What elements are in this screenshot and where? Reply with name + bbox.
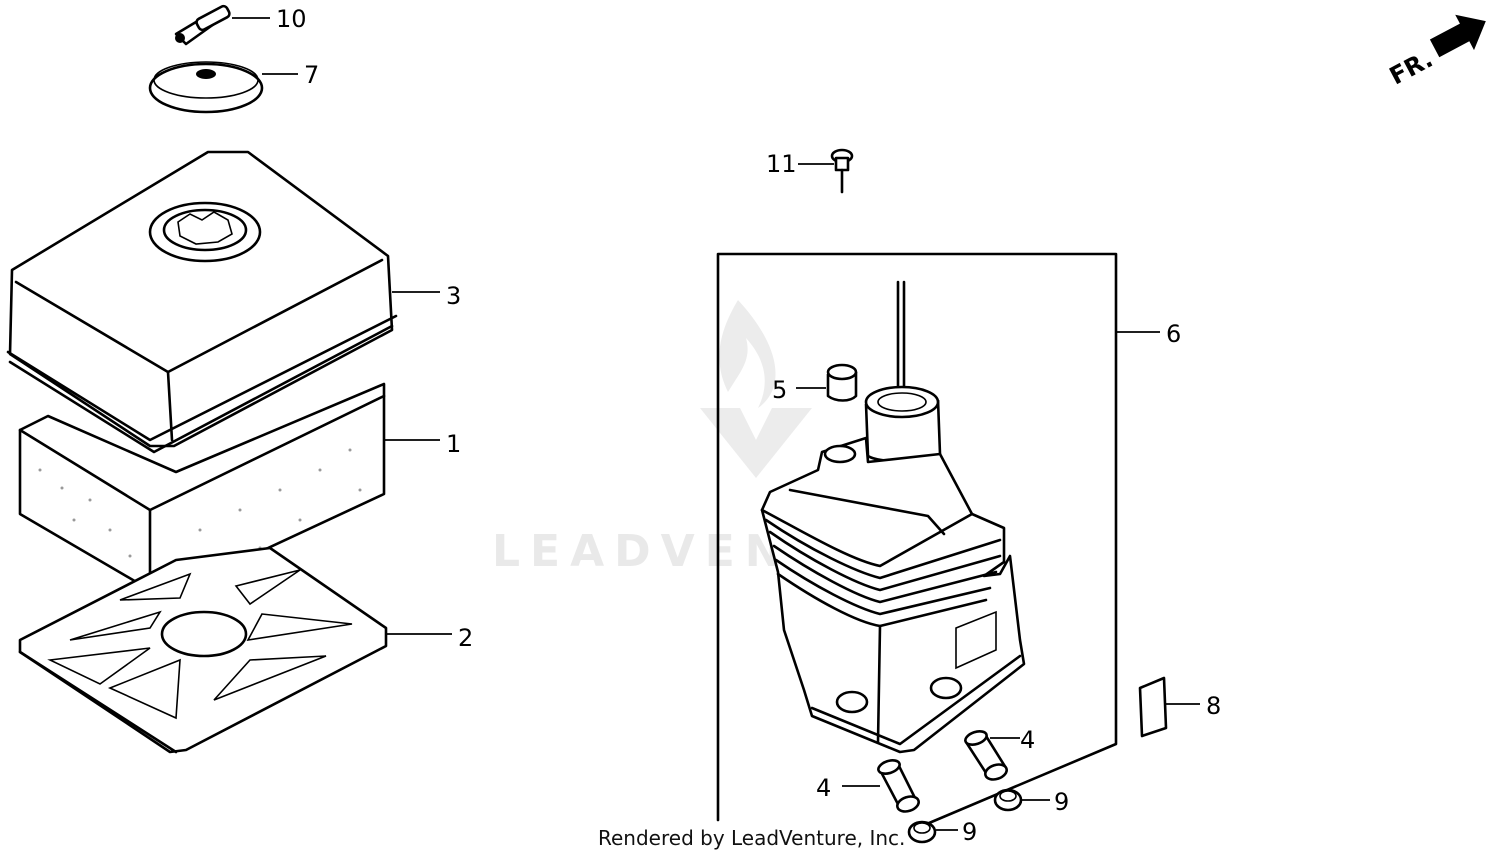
callout-5: 5 — [772, 376, 787, 404]
foam-element-part: 1 — [18, 382, 461, 592]
collar-part: 5 — [772, 363, 858, 404]
callout-4-upper: 4 — [1020, 726, 1035, 754]
air-cleaner-base-part: 2 — [18, 546, 473, 754]
callout-9-lower: 9 — [962, 818, 977, 846]
case-assembly-bracket: 6 — [716, 252, 1181, 828]
grommet-part-upper: 9 — [993, 788, 1069, 816]
callout-6: 6 — [1166, 320, 1181, 348]
air-cleaner-case-part — [760, 280, 1026, 754]
front-marker-label: FR. — [1385, 45, 1437, 91]
callout-10: 10 — [276, 5, 307, 33]
grommet-part-lower: 9 — [907, 818, 977, 846]
seal-washer-part: 7 — [148, 61, 319, 114]
callout-7: 7 — [304, 61, 319, 89]
callout-8: 8 — [1206, 692, 1221, 720]
callout-1: 1 — [446, 430, 461, 458]
gasket-part: 8 — [1138, 676, 1221, 738]
callout-2: 2 — [458, 624, 473, 652]
callout-9-upper: 9 — [1054, 788, 1069, 816]
air-cleaner-cover-part: 3 — [6, 150, 461, 454]
callout-11: 11 — [766, 150, 797, 178]
render-credit: Rendered by LeadVenture, Inc. — [598, 826, 906, 850]
bolt-part: 11 — [766, 148, 854, 194]
callout-4-lower: 4 — [816, 774, 831, 802]
wing-nut-part: 10 — [174, 4, 307, 46]
front-arrow-icon — [1429, 14, 1486, 58]
tube-part-lower: 4 — [816, 759, 920, 813]
tube-part-upper: 4 — [964, 726, 1035, 781]
callout-3: 3 — [446, 282, 461, 310]
front-direction-marker: FR. — [1385, 14, 1486, 91]
